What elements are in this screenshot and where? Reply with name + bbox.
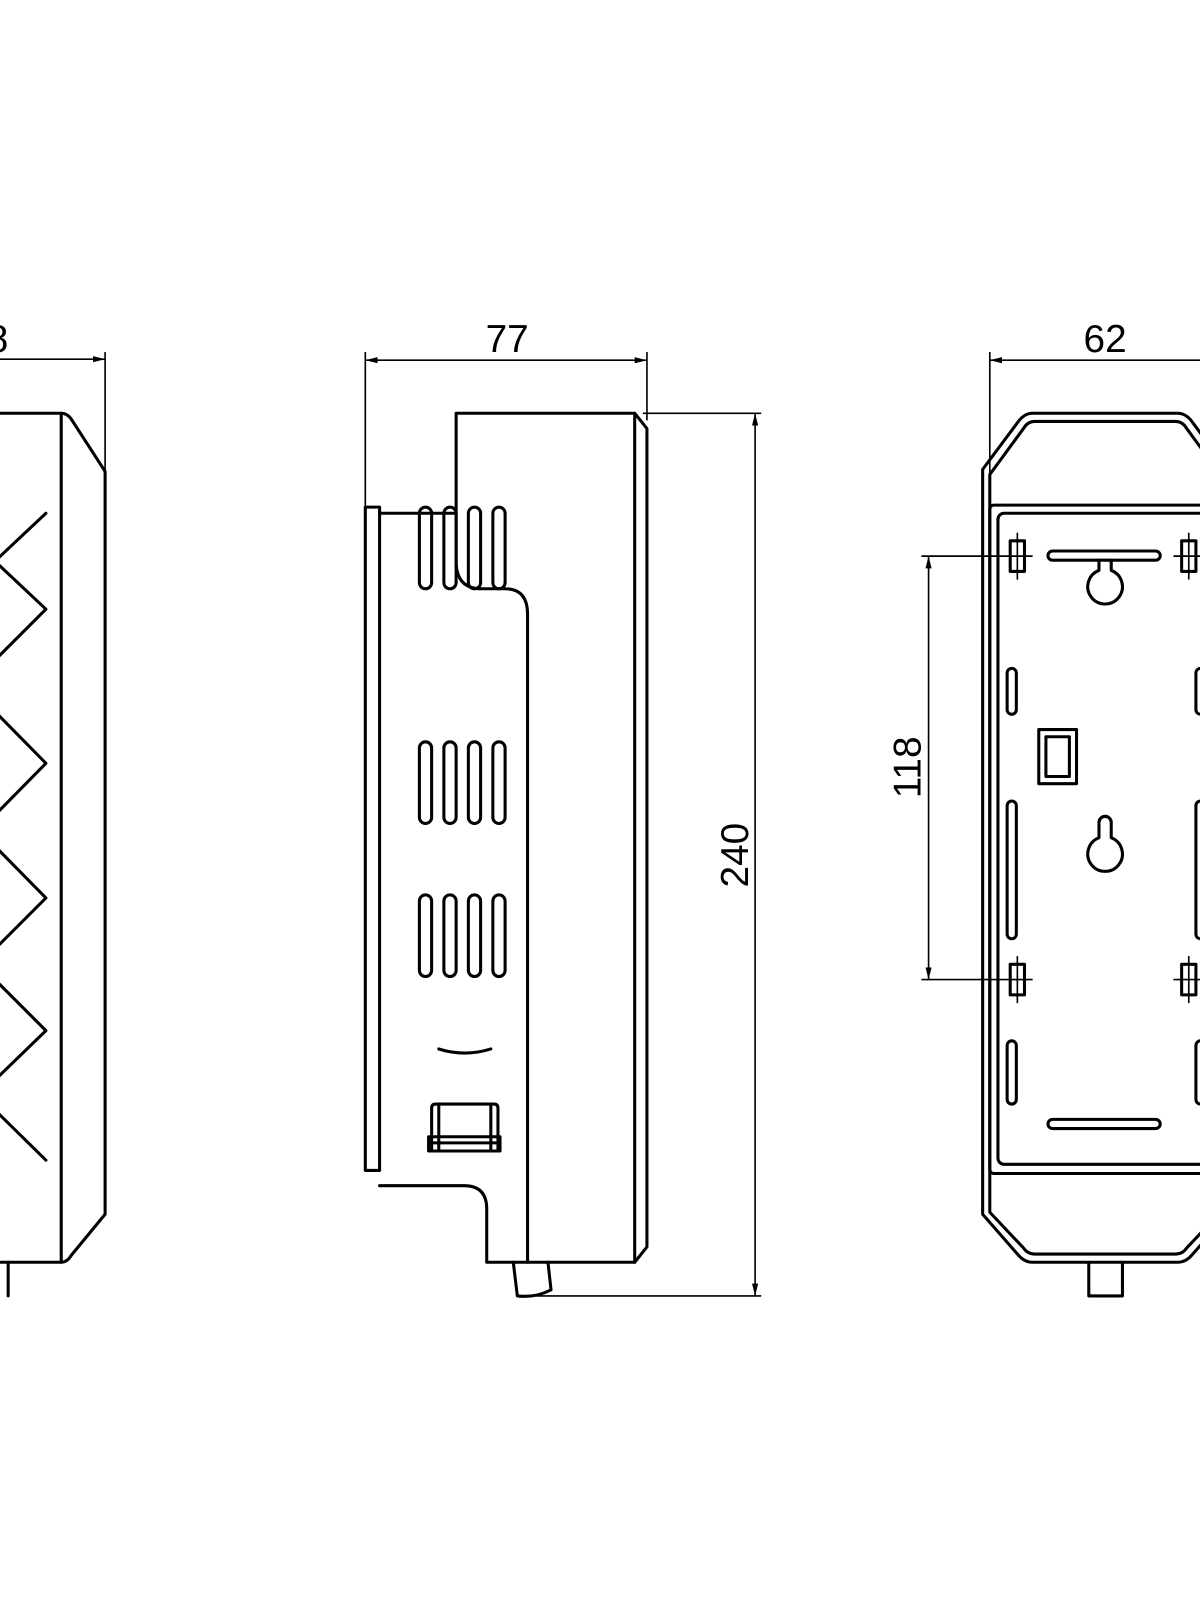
back-plate-outer [988, 503, 1200, 1175]
lever [427, 1047, 502, 1153]
slot [1194, 666, 1200, 716]
lever-base [427, 1135, 502, 1153]
back-outer-outline [981, 411, 1200, 1264]
mount-spacing-dim: 118 [886, 736, 929, 798]
vent-slots [417, 505, 507, 979]
lever-curve [437, 1047, 493, 1055]
vent-slot [442, 505, 458, 591]
back-width-dim: 62 [1084, 318, 1127, 361]
vent-group [417, 505, 507, 591]
back-plate-inner [996, 511, 1200, 1166]
keyhole-outline [1086, 814, 1124, 873]
keyhole [1086, 558, 1124, 606]
vent-group [417, 893, 507, 979]
slot [1194, 799, 1200, 941]
side-body-outline [378, 411, 649, 1264]
slot [1046, 1117, 1162, 1131]
vent-slot [466, 505, 483, 591]
window-outer [1037, 728, 1079, 786]
nozzle [511, 1260, 553, 1298]
front-width-dim: 8 [0, 318, 8, 361]
nozzle [1087, 1260, 1124, 1298]
window-inner [1044, 735, 1071, 779]
side-height-dim: 240 [714, 823, 757, 888]
back-inner-outline [988, 419, 1200, 1256]
slot [1005, 1039, 1018, 1106]
front-outline [0, 411, 107, 1264]
wall-plate [363, 505, 382, 1172]
vent-group [417, 740, 507, 825]
lever-body [430, 1102, 500, 1153]
keyhole [1086, 814, 1124, 873]
slot [1046, 549, 1162, 562]
keyhole-outline [1086, 558, 1124, 606]
slot [1194, 1039, 1200, 1106]
slot [1005, 799, 1018, 941]
slot [1005, 666, 1018, 716]
side-view: 77 240 [363, 318, 762, 1298]
diamond-pattern [0, 511, 48, 1162]
back-view: 62 118 [886, 318, 1200, 1298]
vent-slot [417, 505, 434, 591]
vent-slot [491, 505, 507, 591]
side-depth-dim: 77 [486, 318, 529, 361]
front-view: 8 [0, 318, 107, 1298]
